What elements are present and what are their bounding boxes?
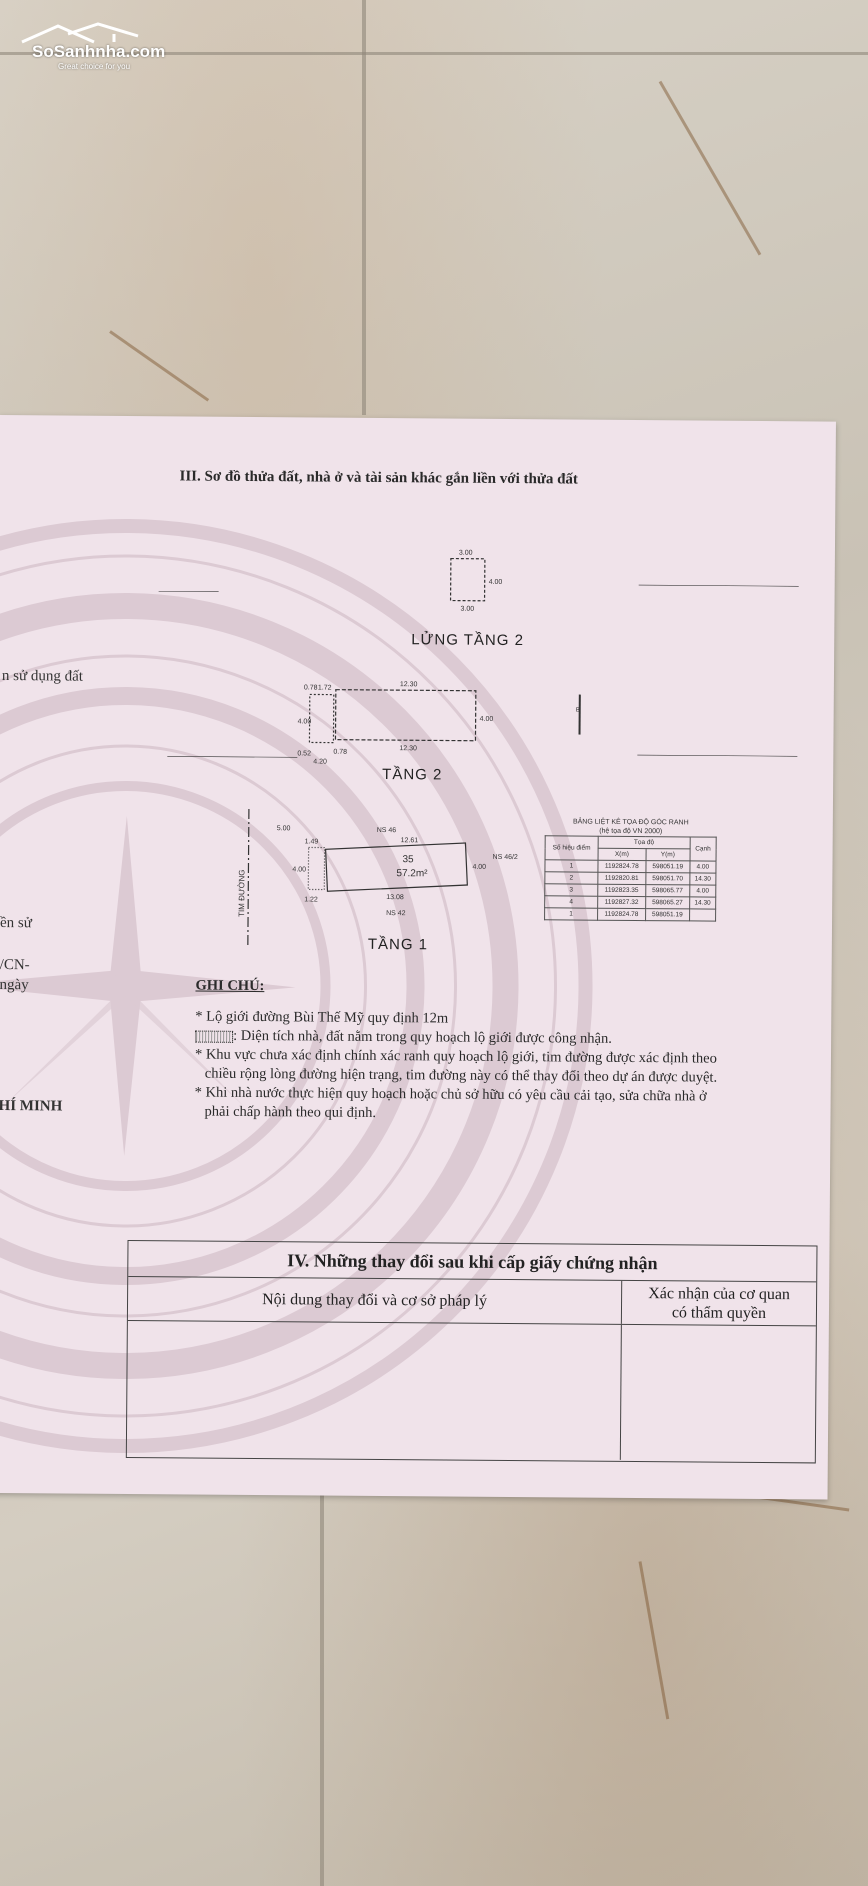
floor-2-setback bbox=[308, 693, 335, 744]
floor-1-dim: 4.00 bbox=[472, 864, 486, 871]
floor-2-dim: 4.00 bbox=[298, 718, 312, 725]
divider-line bbox=[638, 584, 799, 587]
street-centerline bbox=[247, 808, 250, 947]
marble-vein bbox=[658, 80, 762, 256]
floor-label-2: TẦNG 2 bbox=[382, 766, 443, 784]
floor-2-dim: 1.72 bbox=[318, 685, 332, 692]
parcel-number: 35 bbox=[402, 854, 414, 865]
floor-2-outline bbox=[334, 689, 477, 742]
col-change-content: Nội dung thay đổi và cơ sở pháp lý bbox=[127, 1277, 623, 1324]
mezzanine-dim: 3.00 bbox=[460, 606, 474, 613]
notes-section: GHI CHÚ: * Lộ giới đường Bùi Thế Mỹ quy … bbox=[194, 977, 815, 1127]
floor-label-1: TẦNG 1 bbox=[367, 935, 429, 954]
floor-1-outline bbox=[324, 842, 468, 892]
corner-coordinates-table: BẢNG LIỆT KÊ TỌA ĐỘ GÓC RANH (hệ tọa độ … bbox=[544, 817, 717, 922]
house-roof-icon bbox=[21, 22, 139, 44]
tile-seam bbox=[320, 1493, 324, 1886]
mezzanine-dim: 3.00 bbox=[459, 550, 473, 557]
floor-2-dim: 0.78 bbox=[333, 749, 347, 756]
hatch-legend-icon bbox=[195, 1030, 234, 1043]
empty-cell bbox=[126, 1321, 622, 1460]
street-label: TIM ĐƯỜNG bbox=[237, 869, 246, 917]
floor-label-mezzanine: LỬNG TẦNG 2 bbox=[411, 631, 525, 650]
watermark-brand: SoSanhnha.com bbox=[32, 42, 166, 61]
watermark-tagline: Great choice for you bbox=[58, 62, 131, 71]
parcel-area: 57.2m² bbox=[396, 868, 428, 879]
col-y: Y(m) bbox=[645, 848, 690, 861]
mezzanine-outline bbox=[449, 557, 486, 602]
col-edge: Cạnh bbox=[689, 836, 717, 862]
empty-cell bbox=[621, 1325, 816, 1462]
floor-2-dim: 0.52 bbox=[297, 750, 311, 757]
divider-line bbox=[637, 754, 798, 757]
marble-vein bbox=[638, 1561, 670, 1720]
north-label: B bbox=[576, 708, 580, 714]
floor-1-dim: 4.00 bbox=[292, 866, 306, 873]
cut-off-text: ngày bbox=[0, 977, 29, 994]
mezzanine-dim: 4.00 bbox=[489, 579, 503, 586]
notes-heading: GHI CHÚ: bbox=[195, 977, 265, 995]
cut-off-text: HÍ MINH bbox=[0, 1098, 63, 1115]
col-authority-confirmation: Xác nhận của cơ quan có thẩm quyền bbox=[648, 1285, 791, 1323]
parcel-sketch: 3.00 4.00 3.00 0.78 1.72 12.30 4.00 4.00… bbox=[158, 550, 799, 947]
tile-seam bbox=[362, 0, 366, 415]
floor-1-dim: 1.22 bbox=[304, 896, 318, 903]
floor-2-dim: 4.20 bbox=[313, 758, 327, 765]
col-coord-group: Tọa độ bbox=[598, 836, 690, 849]
floor-2-dim: 12.30 bbox=[399, 745, 417, 752]
note-text: : Diện tích nhà, đất nằm trong quy hoạch… bbox=[233, 1027, 612, 1047]
floor-2-dim: 12.30 bbox=[400, 681, 418, 688]
watermark-logo: SoSanhnha.com Great choice for you bbox=[10, 18, 165, 80]
neighbor-label: NS 46/2 bbox=[493, 854, 518, 861]
col-point: Số hiệu điểm bbox=[545, 835, 599, 861]
bronze-drum-watermark bbox=[0, 519, 593, 1454]
floor-2-dim: 4.00 bbox=[480, 716, 494, 723]
floor-2-dim: 0.78 bbox=[304, 684, 318, 691]
changes-table: IV. Những thay đổi sau khi cấp giấy chứn… bbox=[125, 1240, 818, 1464]
marble-vein bbox=[109, 330, 210, 402]
setback-hatch bbox=[307, 846, 326, 891]
floor-1-dim: 1.49 bbox=[305, 838, 319, 845]
neighbor-label: NS 42 bbox=[386, 910, 406, 917]
tile-seam bbox=[0, 52, 868, 55]
floor-1-dim: NS 46 bbox=[377, 827, 397, 834]
floor-1-dim: 13.08 bbox=[386, 894, 404, 901]
certificate-page: III. Sơ đồ thửa đất, nhà ở và tài sản kh… bbox=[0, 415, 836, 1500]
floor-1-dim: 12.61 bbox=[401, 837, 419, 844]
section-4-title: IV. Những thay đổi sau khi cấp giấy chứn… bbox=[128, 1241, 817, 1283]
floor-1-dim: 5.00 bbox=[277, 825, 291, 832]
col-x: X(m) bbox=[597, 848, 646, 861]
divider-line bbox=[167, 756, 298, 758]
